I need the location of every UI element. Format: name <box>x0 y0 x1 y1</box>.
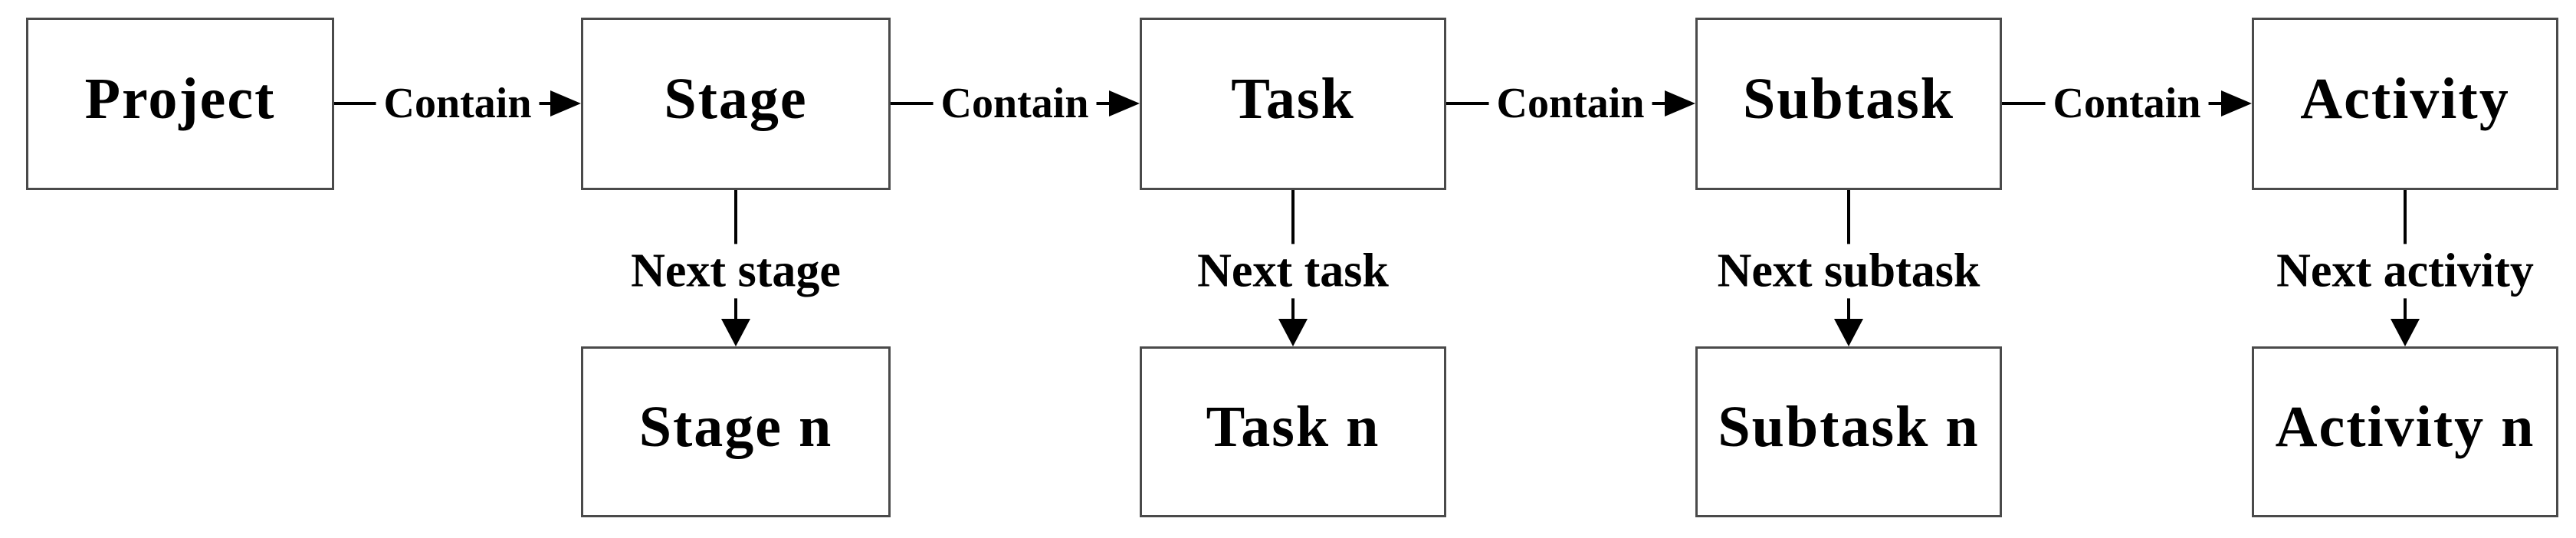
edge-label-next-activity: Next activity <box>2266 244 2545 299</box>
next-task-arrowhead-icon <box>1278 319 1308 346</box>
edge-label-next-stage: Next stage <box>620 244 852 299</box>
edge-label-contain-3: Contain <box>1488 78 1652 129</box>
node-task: Task <box>1140 18 1446 190</box>
edge-label-next-subtask: Next subtask <box>1706 244 1991 299</box>
next-stage-arrowhead-icon <box>721 319 750 346</box>
edge-label-contain-2: Contain <box>933 78 1097 129</box>
edge-label-next-task: Next task <box>1186 244 1400 299</box>
contain-edge-4-arrowhead-icon <box>2221 90 2252 116</box>
node-task-label: Task <box>1231 67 1355 131</box>
node-stage-label: Stage <box>664 67 808 131</box>
contain-edge-3-arrowhead-icon <box>1665 90 1695 116</box>
edge-label-contain-4: Contain <box>2045 78 2209 129</box>
node-subtask-n-label: Subtask n <box>1718 395 1980 459</box>
contain-edge-2-arrowhead-icon <box>1109 90 1140 116</box>
node-activity-n: Activity n <box>2252 346 2558 517</box>
contain-edge-1-arrowhead-icon <box>550 90 581 116</box>
node-task-n: Task n <box>1140 346 1446 517</box>
node-stage-n: Stage n <box>581 346 891 517</box>
node-subtask-n: Subtask n <box>1695 346 2002 517</box>
node-subtask: Subtask <box>1695 18 2002 190</box>
node-subtask-label: Subtask <box>1743 67 1954 131</box>
node-activity-n-label: Activity n <box>2275 395 2535 459</box>
next-subtask-arrowhead-icon <box>1834 319 1863 346</box>
node-task-n-label: Task n <box>1206 395 1380 459</box>
node-project-label: Project <box>84 67 276 131</box>
node-project: Project <box>26 18 334 190</box>
node-activity: Activity <box>2252 18 2558 190</box>
node-stage-n-label: Stage n <box>638 395 833 459</box>
edge-label-contain-1: Contain <box>376 78 540 129</box>
node-activity-label: Activity <box>2300 67 2510 131</box>
next-activity-arrowhead-icon <box>2391 319 2420 346</box>
node-stage: Stage <box>581 18 891 190</box>
